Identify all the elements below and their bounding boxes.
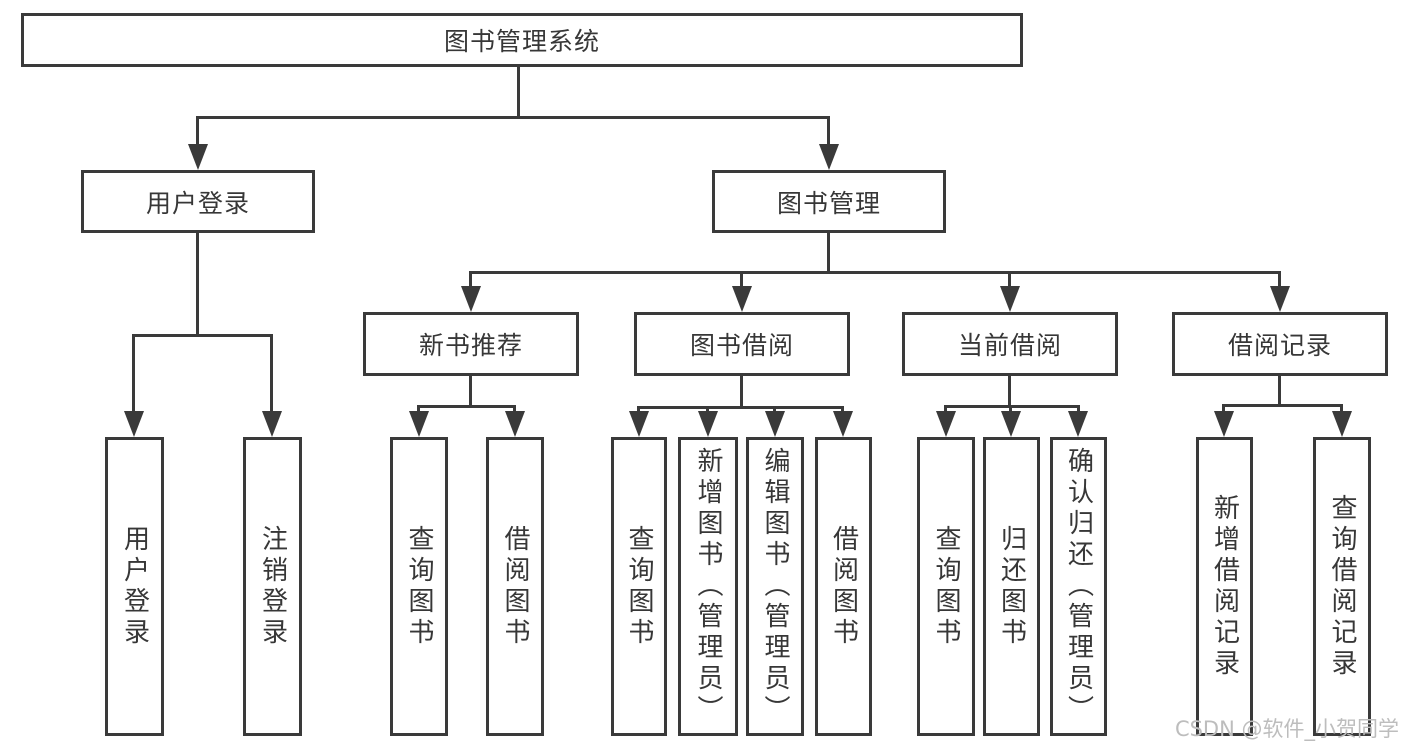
connector-line <box>469 376 472 407</box>
leaf-borrow-books-label: 借阅图书 <box>828 524 859 649</box>
leaf-confirm-return-admin-label: 确认归还（管理员） <box>1063 447 1094 726</box>
leaf-confirm-return-admin: 确认归还（管理员） <box>1050 437 1107 736</box>
csdn-watermark: CSDN @软件_小贺同学 <box>1174 717 1399 741</box>
leaf-logout: 注销登录 <box>243 437 302 736</box>
leaf-borrow-books-recommend: 借阅图书 <box>486 437 544 736</box>
leaf-add-borrow-record-label: 新增借阅记录 <box>1209 493 1240 680</box>
node-book-management-label: 图书管理 <box>776 188 881 218</box>
connector-line <box>1222 404 1225 411</box>
node-borrow-records: 借阅记录 <box>1172 312 1388 376</box>
leaf-query-borrow-record-label: 查询借阅记录 <box>1327 493 1357 680</box>
connector-line <box>827 233 830 273</box>
leaf-borrow-books: 借阅图书 <box>815 437 872 736</box>
arrowhead-down-icon <box>698 411 718 437</box>
arrowhead-down-icon <box>765 411 785 437</box>
node-book-management: 图书管理 <box>712 170 946 233</box>
connector-line <box>469 271 472 286</box>
leaf-query-borrow-record: 查询借阅记录 <box>1313 437 1371 736</box>
leaf-query-books-recommend-label: 查询图书 <box>404 524 434 649</box>
node-new-book-recommend: 新书推荐 <box>363 312 579 376</box>
arrowhead-down-icon <box>732 286 752 312</box>
connector-line <box>1278 376 1281 406</box>
node-new-book-recommend-label: 新书推荐 <box>418 331 523 360</box>
leaf-add-borrow-record: 新增借阅记录 <box>1196 437 1253 736</box>
connector-line <box>1222 404 1343 407</box>
arrowhead-down-icon <box>1214 411 1234 437</box>
leaf-query-books-borrow-label: 查询图书 <box>624 524 654 649</box>
connector-line <box>469 271 1281 274</box>
arrowhead-down-icon <box>936 411 956 437</box>
leaf-logout-label: 注销登录 <box>257 524 288 649</box>
connector-line <box>417 405 516 408</box>
connector-line <box>740 376 743 408</box>
connector-line <box>637 406 640 411</box>
connector-line <box>513 405 516 411</box>
node-user-login: 用户登录 <box>81 170 315 233</box>
connector-line <box>132 334 273 337</box>
leaf-edit-books-admin-label: 编辑图书（管理员） <box>760 447 790 726</box>
node-current-borrow: 当前借阅 <box>902 312 1118 376</box>
connector-line <box>1008 271 1011 286</box>
node-root-label: 图书管理系统 <box>443 27 600 56</box>
connector-line <box>1008 376 1011 407</box>
connector-line <box>944 405 947 411</box>
arrowhead-down-icon <box>1068 411 1088 437</box>
leaf-add-books-admin: 新增图书（管理员） <box>678 437 738 736</box>
connector-line <box>196 233 199 336</box>
connector-line <box>1340 404 1343 411</box>
leaf-query-books-current: 查询图书 <box>917 437 975 736</box>
leaf-user-login-label: 用户登录 <box>119 524 150 649</box>
arrowhead-down-icon <box>1332 411 1352 437</box>
connector-line <box>944 405 1080 408</box>
connector-line <box>706 406 709 411</box>
connector-line <box>773 406 776 411</box>
connector-line <box>1009 405 1012 411</box>
arrowhead-down-icon <box>461 286 481 312</box>
leaf-query-books-current-label: 查询图书 <box>931 524 961 649</box>
arrowhead-down-icon <box>124 411 144 437</box>
leaf-add-books-admin-label: 新增图书（管理员） <box>693 447 723 726</box>
arrowhead-down-icon <box>1000 286 1020 312</box>
connector-line <box>1077 405 1080 411</box>
arrowhead-down-icon <box>833 411 853 437</box>
node-root: 图书管理系统 <box>21 13 1023 67</box>
connector-line <box>417 405 420 411</box>
connector-line <box>637 406 844 409</box>
connector-line <box>517 67 520 118</box>
node-book-borrow: 图书借阅 <box>634 312 850 376</box>
node-current-borrow-label: 当前借阅 <box>957 331 1062 360</box>
leaf-query-books-recommend: 查询图书 <box>390 437 448 736</box>
connector-line <box>270 334 273 411</box>
connector-line <box>740 271 743 286</box>
connector-line <box>196 116 199 144</box>
leaf-return-books-label: 归还图书 <box>996 524 1027 649</box>
arrowhead-down-icon <box>1001 411 1021 437</box>
arrowhead-down-icon <box>409 411 429 437</box>
connector-line <box>196 116 830 119</box>
connector-line <box>827 116 830 144</box>
node-borrow-records-label: 借阅记录 <box>1227 331 1332 360</box>
arrowhead-down-icon <box>262 411 282 437</box>
arrowhead-down-icon <box>505 411 525 437</box>
connector-line <box>132 334 135 411</box>
leaf-query-books-borrow: 查询图书 <box>611 437 667 736</box>
connector-line <box>841 406 844 411</box>
leaf-return-books: 归还图书 <box>983 437 1040 736</box>
leaf-edit-books-admin: 编辑图书（管理员） <box>746 437 804 736</box>
connector-line <box>1278 271 1281 286</box>
node-user-login-label: 用户登录 <box>145 188 250 218</box>
node-book-borrow-label: 图书借阅 <box>689 331 794 360</box>
leaf-user-login: 用户登录 <box>105 437 164 736</box>
arrowhead-down-icon <box>1270 286 1290 312</box>
arrowhead-down-icon <box>819 144 839 170</box>
leaf-borrow-books-recommend-label: 借阅图书 <box>500 524 530 649</box>
arrowhead-down-icon <box>629 411 649 437</box>
arrowhead-down-icon <box>188 144 208 170</box>
